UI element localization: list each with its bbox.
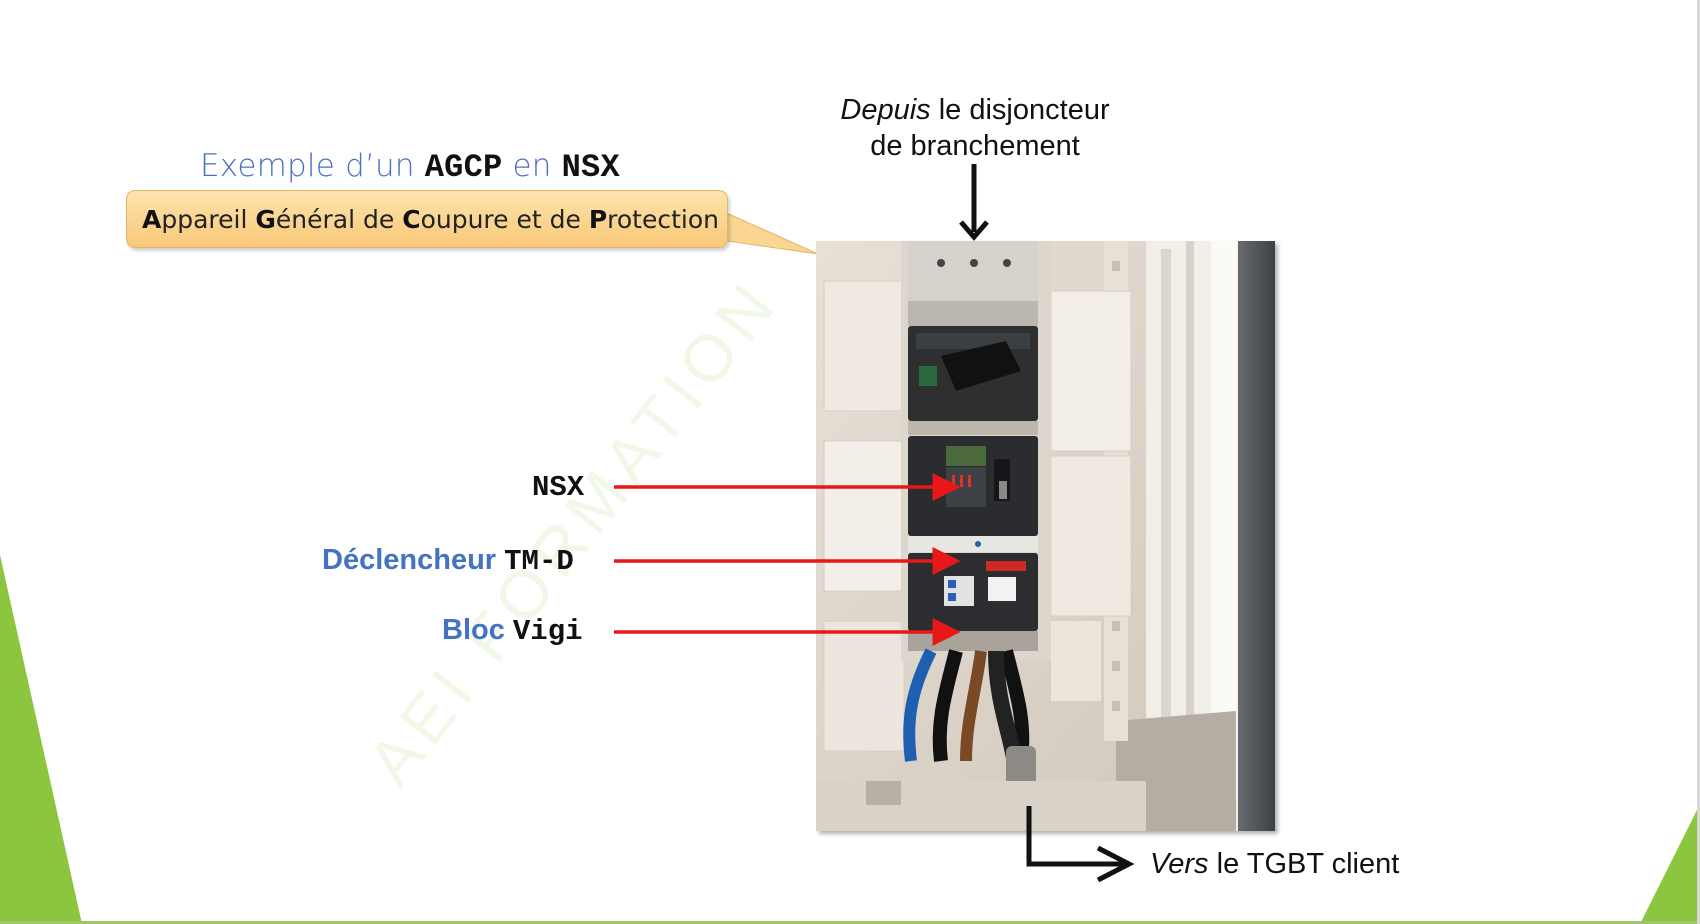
callout-text-a: ppareil	[161, 204, 248, 234]
destination-label: Vers le TGBT client	[1150, 848, 1399, 881]
callout-text-g: énéral de	[275, 204, 395, 234]
label-bloc-vigi: Bloc Vigi	[442, 614, 583, 648]
source-label: Depuis le disjoncteur de branchement	[800, 92, 1150, 164]
source-line1-rest: le disjoncteur	[938, 94, 1110, 126]
callout-text-c: oupure et de	[420, 204, 581, 234]
callout-letter-c: C	[402, 204, 421, 234]
right-border	[1697, 0, 1700, 924]
source-line-1: Depuis le disjoncteur	[800, 92, 1150, 128]
destination-rest: le TGBT client	[1216, 848, 1400, 880]
source-italic: Depuis	[840, 94, 931, 126]
label-tmd-text: TM-D	[504, 545, 574, 578]
right-green-triangle	[1640, 810, 1697, 924]
label-declencheur: Déclencheur TM-D	[322, 544, 574, 578]
slide-title: Exemple d’un AGCP en NSX	[200, 148, 620, 186]
source-arrow	[959, 164, 989, 241]
callout-letter-g: G	[255, 204, 276, 234]
source-line-2: de branchement	[870, 130, 1080, 162]
callout-letter-a: A	[142, 204, 162, 234]
label-bloc-text: Bloc	[442, 614, 505, 646]
label-declencheur-text: Déclencheur	[322, 544, 497, 576]
left-green-triangle	[0, 555, 82, 924]
callout-letter-p: P	[588, 204, 608, 234]
panel-photo	[816, 241, 1275, 831]
label-nsx: NSX	[532, 470, 584, 504]
title-prefix: Exemple d’un	[200, 148, 415, 184]
title-agcp: AGCP	[424, 149, 503, 186]
bottom-border	[0, 921, 1700, 924]
callout-text-p: rotection	[607, 204, 719, 234]
title-nsx: NSX	[561, 149, 620, 186]
title-middle: en	[512, 148, 552, 184]
label-nsx-text: NSX	[532, 471, 585, 504]
destination-arrow	[1026, 806, 1135, 883]
destination-italic: Vers	[1150, 848, 1209, 880]
label-vigi-text: Vigi	[512, 615, 583, 648]
